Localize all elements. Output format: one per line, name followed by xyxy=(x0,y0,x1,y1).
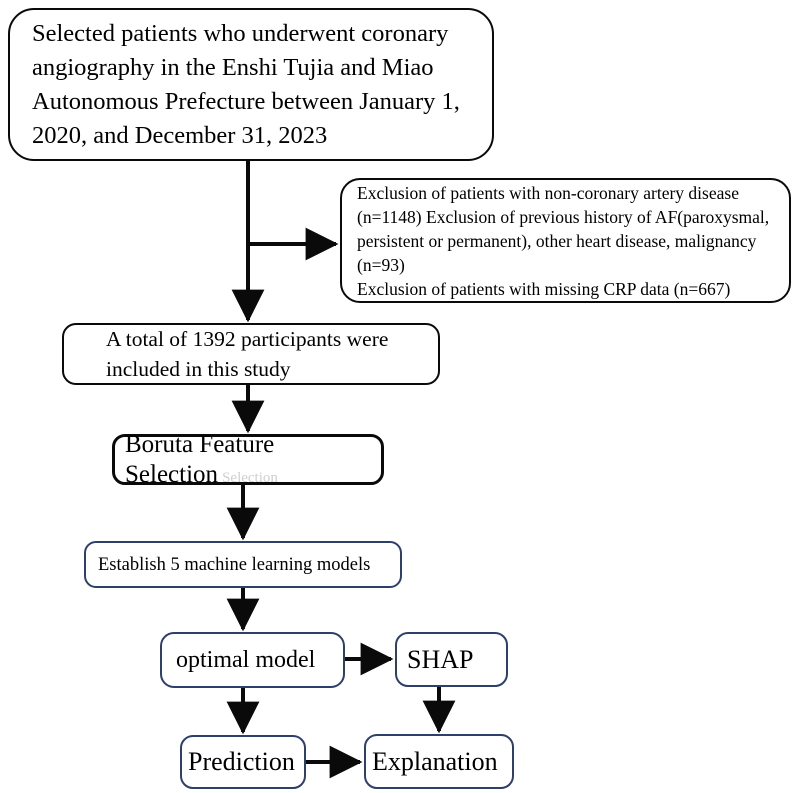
node-selected-patients-label: Selected patients who underwent coronary… xyxy=(32,19,460,149)
node-prediction-label: Prediction xyxy=(188,747,295,776)
node-exclusion-criteria-label: Exclusion of patients with non-coronary … xyxy=(357,182,770,299)
node-shap-label: SHAP xyxy=(407,644,474,674)
node-establish-models-label: Establish 5 machine learning models xyxy=(98,554,371,575)
node-optimal-model-label: optimal model xyxy=(176,647,316,673)
node-explanation: Explanation xyxy=(364,734,514,789)
node-boruta-feature-selection: Boruta Feature Selection xyxy=(112,431,384,488)
node-exclusion-criteria: Exclusion of patients with non-coronary … xyxy=(340,178,791,303)
node-selected-patients: Selected patients who underwent coronary… xyxy=(8,8,494,161)
node-total-participants: A total of 1392 participants were includ… xyxy=(62,323,440,385)
node-total-participants-label: A total of 1392 participants were includ… xyxy=(106,327,389,381)
node-explanation-label: Explanation xyxy=(372,746,498,776)
node-prediction: Prediction xyxy=(180,735,306,789)
node-optimal-model: optimal model xyxy=(160,632,345,688)
node-shap: SHAP xyxy=(395,632,508,687)
node-boruta-feature-selection-label: Boruta Feature Selection xyxy=(125,430,275,488)
node-establish-models: Establish 5 machine learning models xyxy=(84,541,402,588)
